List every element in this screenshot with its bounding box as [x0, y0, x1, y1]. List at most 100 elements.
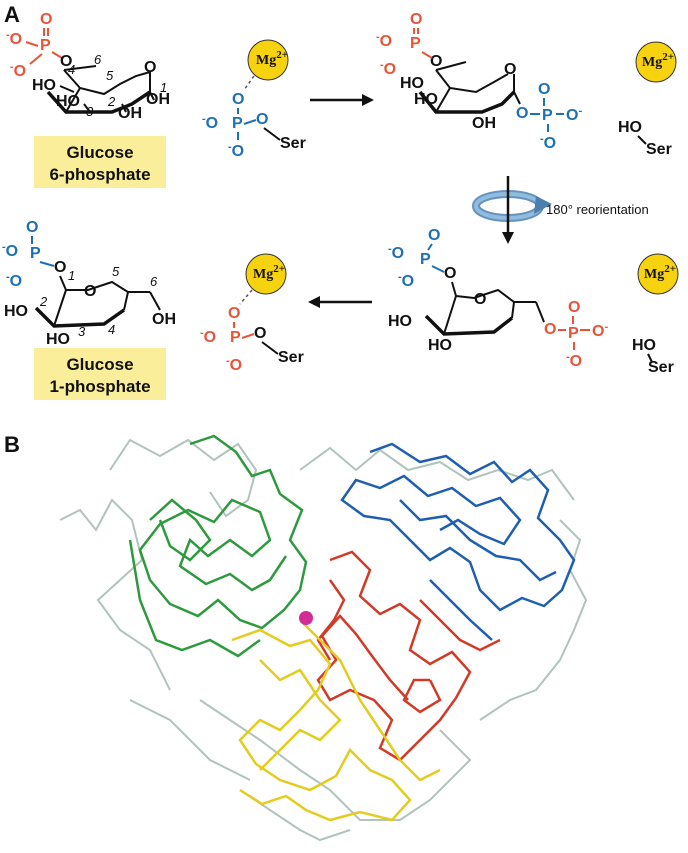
g6p-num-5: 5 [106, 68, 114, 83]
g6p-oh-4: HO [32, 77, 56, 94]
ribbon-red-domain [316, 550, 501, 762]
ps2-o-minus-left: -O [200, 327, 216, 346]
int-oh-3: HO [414, 91, 438, 108]
mg-ion-3-label: Mg2+ [253, 263, 285, 282]
int-p6-o-minus-bottom: -O [380, 59, 396, 78]
ps1-o-minus-bottom: -O [228, 141, 244, 160]
rint-o1: O [444, 265, 456, 282]
g6p-num-3: 3 [86, 104, 94, 119]
g6p-o-minus-left: -O [6, 29, 22, 48]
g6p-o-minus-bottom: -O [10, 61, 26, 80]
int-o6: O [430, 53, 442, 70]
g1p-ring-o: O [84, 283, 96, 300]
rint-o-minus-left: -O [388, 243, 404, 262]
g1p-num-6: 6 [150, 274, 158, 289]
rint-o-minus-bottom: -O [398, 271, 414, 290]
g1p-oh-6: OH [152, 311, 176, 328]
ps1-phosphorus: P [232, 115, 243, 132]
g1p-o-top: O [26, 219, 38, 236]
g1p-num-5: 5 [112, 264, 120, 279]
g1p-num-2: 2 [39, 294, 48, 309]
glucose-1-phosphate-label: Glucose 1-phosphate [34, 348, 166, 400]
g1p-phosphorus: P [30, 245, 41, 262]
g6p-p-o-top: O [40, 11, 52, 28]
reaction-arrow-left [308, 296, 372, 308]
int-p1-o-top: O [538, 81, 550, 98]
mg-ion-and-serine-top-right: Mg2+ HO Ser [618, 41, 677, 158]
reaction-arrow-right [310, 94, 374, 106]
serine-top: Ser [646, 141, 672, 158]
rint-ring-o: O [474, 291, 486, 308]
ps2-phosphorus: P [230, 329, 241, 346]
rint-p6-o-bridge: O [544, 321, 556, 338]
ps1-ser: Ser [280, 135, 306, 152]
serine-ho-top: HO [618, 119, 642, 136]
serine-bottom: Ser [648, 359, 674, 376]
g6p-num-2: 2 [107, 94, 116, 109]
rint-p6-o-minus-bottom: -O [566, 351, 582, 370]
int-p6-o-minus-left: -O [376, 31, 392, 50]
glucose-6-phosphate-label: Glucose 6-phosphate [34, 136, 166, 188]
int-oh-2: OH [472, 115, 496, 132]
g1p-oh-3: HO [46, 331, 70, 348]
g6p-oh-3: HO [56, 93, 80, 110]
g6p-label-line2: 6-phosphate [49, 165, 150, 184]
mg-ion-and-serine-bottom-right: Mg2+ HO Ser [632, 253, 679, 376]
serine-ho-bottom: HO [632, 337, 656, 354]
g1p-num-4: 4 [108, 322, 115, 337]
g6p-phosphorus: P [40, 37, 51, 54]
g1p-o-minus-left: -O [2, 241, 18, 260]
glucose-6-phosphate-structure: O -O P -O O O HO HO OH OH 6 5 4 3 2 1 [6, 11, 170, 122]
int-p1-o-minus-bottom: -O [540, 133, 556, 152]
ribbon-blue-domain [340, 442, 576, 641]
rint-oh-3: HO [428, 337, 452, 354]
g6p-num-1: 1 [160, 80, 167, 95]
int-p1-phosphorus: P [542, 107, 553, 124]
rint-phosphorus: P [420, 251, 431, 268]
ps2-o-minus-bottom: -O [226, 355, 242, 374]
g6p-num-6: 6 [94, 52, 102, 67]
ps1-o-top: O [232, 91, 244, 108]
ps1-o-bridge: O [256, 111, 268, 128]
g6p-o6: O [60, 53, 72, 70]
ribbon-green-domain [128, 434, 308, 658]
g6p-ring-o: O [144, 59, 156, 76]
ps2-o-bridge: O [254, 325, 266, 342]
g1p-o1: O [54, 259, 66, 276]
rint-p6-o-minus-right: O- [592, 321, 608, 340]
mg-ion-4-label: Mg2+ [644, 263, 676, 282]
rint-p6-o-top: O [568, 299, 580, 316]
int-ring-o: O [504, 61, 516, 78]
ribbon-yellow-domain [231, 619, 441, 822]
mg-ion-2-label: Mg2+ [642, 51, 674, 70]
ps2-ser: Ser [278, 349, 304, 366]
g1p-label-line2: 1-phosphate [49, 377, 150, 396]
rint-o-top: O [428, 227, 440, 244]
ps1-o-minus-left: -O [202, 113, 218, 132]
int-oh-4: HO [400, 75, 424, 92]
mg-ion-1-label: Mg2+ [256, 49, 288, 68]
int-p1-o-bridge: O [516, 105, 528, 122]
phosphoserine-with-mg-1: Mg2+ O -O P O -O Ser [202, 39, 306, 160]
rint-p6-phosphorus: P [568, 325, 579, 342]
int-p1-o-minus-right: O- [566, 105, 582, 124]
phosphoserine-with-mg-2: Mg2+ O -O P O -O Ser [200, 253, 304, 374]
g1p-label-line1: Glucose [66, 355, 133, 374]
reorientation-label: 180° reorientation [546, 202, 649, 217]
glucose-1-phosphate-structure: O -O P -O O O OH HO HO 1 2 3 4 5 6 [2, 219, 176, 348]
panel-b-label: B [4, 432, 20, 457]
g1p-o-minus-bottom: -O [6, 271, 22, 290]
protein-ribbon-structure [59, 434, 588, 842]
g1p-num-3: 3 [78, 324, 86, 339]
int-p6-o-top: O [410, 11, 422, 28]
int-p6-phosphorus: P [410, 35, 421, 52]
g1p-oh-2: HO [4, 303, 28, 320]
bisphosphate-intermediate-structure: O -O P -O O O HO HO OH O O P O- -O [376, 11, 582, 152]
ps2-o-top: O [228, 305, 240, 322]
g6p-label-line1: Glucose [66, 143, 133, 162]
g6p-oh-2: OH [118, 105, 142, 122]
ribbon-background-trace [59, 438, 588, 842]
panel-a-label: A [4, 2, 20, 27]
reoriented-intermediate-structure: O -O P -O O O HO HO O O P O- -O [388, 227, 608, 370]
